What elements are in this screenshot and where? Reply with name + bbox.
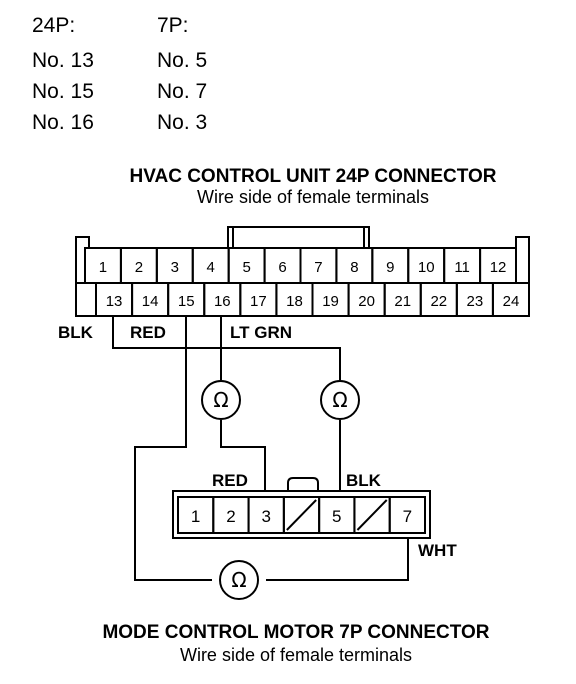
terminal-label: 15 — [178, 293, 195, 310]
terminal-17: 17 — [239, 282, 278, 317]
terminal-label: 18 — [286, 293, 303, 310]
terminal-label: 24 — [503, 293, 520, 310]
terminal-20: 20 — [347, 282, 386, 317]
terminal-5: 5 — [227, 247, 266, 284]
pin-table-24p-value: No. 15 — [32, 80, 94, 103]
pin-table: 24P: 7P: No. 13 No. 5 No. 15 No. 7 No. 1… — [32, 14, 207, 134]
terminal-label: 3 — [171, 259, 179, 276]
hvac-connector-subtitle: Wire side of female terminals — [197, 187, 429, 207]
terminal-blank — [353, 496, 391, 534]
pin-table-24p-value: No. 13 — [32, 49, 94, 72]
terminal-label: 17 — [250, 293, 267, 310]
motor-connector-subtitle: Wire side of female terminals — [180, 645, 412, 665]
wire-label-lt-grn: LT GRN — [230, 323, 292, 342]
terminal-label: 2 — [226, 507, 235, 526]
wires — [112, 316, 409, 581]
terminal-label: 22 — [430, 293, 447, 310]
ohmmeter-1: Ω — [201, 380, 241, 420]
terminal-21: 21 — [383, 282, 422, 317]
terminal-2: 2 — [119, 247, 158, 284]
terminal-7: 7 — [299, 247, 338, 284]
terminal-label: 8 — [350, 259, 358, 276]
terminal-label: 6 — [278, 259, 286, 276]
terminal-3: 3 — [247, 496, 285, 534]
terminal-label: 1 — [191, 507, 200, 526]
terminal-1: 1 — [177, 496, 215, 534]
ohm-icon: Ω — [332, 388, 347, 412]
wire-label-blk: BLK — [346, 471, 382, 490]
terminal-19: 19 — [311, 282, 350, 317]
terminal-label: 13 — [106, 293, 123, 310]
terminal-label: 7 — [403, 507, 412, 526]
terminal-23: 23 — [455, 282, 494, 317]
pin-table-7p-value: No. 3 — [157, 111, 207, 134]
hvac-connector-title: HVAC CONTROL UNIT 24P CONNECTOR — [129, 166, 496, 187]
terminal-label: 21 — [394, 293, 411, 310]
terminal-10: 10 — [407, 247, 446, 284]
pin-table-header-24p: 24P: — [32, 14, 75, 37]
terminal-label: 1 — [99, 259, 107, 276]
motor-connector-title: MODE CONTROL MOTOR 7P CONNECTOR — [102, 622, 489, 643]
terminal-label: 20 — [358, 293, 375, 310]
pin-table-header-7p: 7P: — [157, 14, 189, 37]
terminal-22: 22 — [419, 282, 458, 317]
terminal-11: 11 — [443, 247, 482, 284]
blank-terminal-slash — [286, 499, 317, 531]
terminal-label: 4 — [207, 259, 215, 276]
terminal-3: 3 — [155, 247, 194, 284]
terminal-label: 23 — [467, 293, 484, 310]
terminal-label: 14 — [142, 293, 159, 310]
motor-7p-connector: 1 2 3 5 7 — [172, 477, 431, 539]
terminal-4: 4 — [191, 247, 230, 284]
terminal-label: 5 — [332, 507, 341, 526]
terminal-13: 13 — [95, 282, 134, 317]
terminal-5: 5 — [318, 496, 356, 534]
wire-label-red: RED — [212, 471, 248, 490]
blank-terminal-slash — [356, 499, 388, 531]
terminal-15: 15 — [167, 282, 206, 317]
terminal-label: 5 — [242, 259, 250, 276]
terminal-label: 19 — [322, 293, 339, 310]
pin-table-7p-value: No. 5 — [157, 49, 207, 72]
terminal-18: 18 — [275, 282, 314, 317]
ohmmeter-2: Ω — [320, 380, 360, 420]
terminal-label: 3 — [261, 507, 270, 526]
terminal-14: 14 — [131, 282, 170, 317]
terminal-9: 9 — [371, 247, 410, 284]
terminal-label: 9 — [386, 259, 394, 276]
terminal-7: 7 — [388, 496, 427, 534]
terminal-12: 12 — [479, 247, 518, 284]
terminal-label: 7 — [314, 259, 322, 276]
terminal-label: 16 — [214, 293, 231, 310]
terminal-24: 24 — [491, 282, 530, 317]
terminal-label: 12 — [490, 259, 507, 276]
terminal-label: 2 — [135, 259, 143, 276]
terminal-label: 11 — [454, 259, 470, 276]
terminal-16: 16 — [203, 282, 242, 317]
terminal-6: 6 — [263, 247, 302, 284]
ohm-icon: Ω — [231, 568, 246, 592]
terminal-2: 2 — [212, 496, 250, 534]
pin-table-24p-value: No. 16 — [32, 111, 94, 134]
ohmmeter-3: Ω — [219, 560, 259, 600]
ohm-icon: Ω — [213, 388, 228, 412]
pin-table-7p-value: No. 7 — [157, 80, 207, 103]
terminal-1: 1 — [84, 247, 122, 284]
wire-label-red: RED — [130, 323, 166, 342]
terminal-label: 10 — [418, 259, 435, 276]
terminal-8: 8 — [335, 247, 374, 284]
wire-label-wht: WHT — [418, 541, 457, 560]
wire-label-blk: BLK — [58, 323, 94, 342]
terminal-blank — [282, 496, 321, 534]
